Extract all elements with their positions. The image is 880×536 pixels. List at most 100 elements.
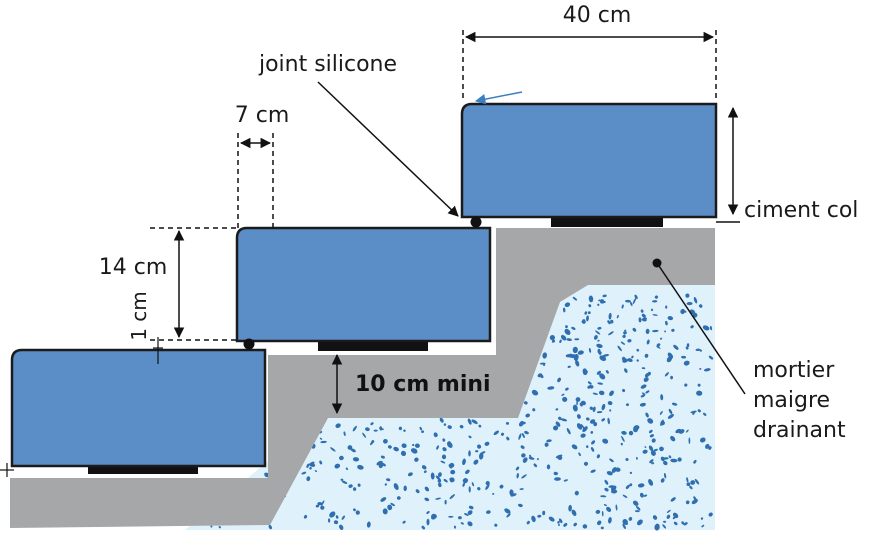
gravel-stone [665,305,668,309]
gravel-stone [390,502,395,507]
gravel-stone [697,409,701,413]
gravel-stone [340,478,344,481]
gravel-stone [468,486,471,493]
gravel-stone [636,519,643,526]
gravel-stone [608,312,612,320]
gravel-stone [672,512,679,519]
gravel-stone [592,406,596,413]
gravel-stone [668,455,672,459]
gravel-stone [380,455,385,459]
gravel-stone [373,429,378,432]
gravel-stone [596,343,603,349]
gravel-stone [654,523,660,531]
gravel-stone [628,516,633,521]
gravel-stone [333,520,339,525]
gravel-stone [319,437,323,440]
gravel-stone [327,518,331,523]
gravel-stone [353,508,356,512]
gravel-stone [378,463,383,469]
gravel-stone [626,403,629,407]
gravel-stone [624,329,627,332]
gravel-stone [529,454,532,459]
gravel-stone [611,489,618,494]
gravel-stone [581,319,586,324]
gravel-stone [562,307,566,313]
gravel-stone [492,492,495,495]
dimension-7cm [237,133,274,228]
gravel-stone [352,457,360,462]
gravel-stone [345,467,349,471]
gravel-stone [433,432,438,438]
gravel-stone [694,478,700,485]
gravel-stone [486,510,491,514]
gravel-stone [639,492,644,498]
gravel-stone [317,501,323,506]
gravel-stone [660,456,665,462]
gravel-stone [560,418,568,422]
gravel-stone [551,339,556,343]
gravel-stone [381,428,384,431]
gravel-stone [670,435,676,442]
gravel-stone [587,381,592,385]
gravel-stone [558,416,562,421]
dimension-1cm-label: 1 cm [127,291,151,341]
gravel-stone [309,466,312,470]
gravel-stone [560,334,567,341]
gravel-stone [654,295,659,299]
gravel-stone [580,433,586,438]
gravel-stone [625,458,629,461]
gravel-stone [352,425,357,432]
gravel-stone [699,437,706,443]
glue-pad-bottom [88,465,198,474]
glue-pad-top [551,217,663,227]
gravel-stone [597,520,602,526]
gravel-stone [688,437,691,444]
gravel-stone [621,356,626,361]
gravel-stone [605,370,609,374]
gravel-stone [554,477,561,481]
gravel-stone [656,343,661,347]
gravel-stone [667,316,674,321]
gravel-stone [440,460,446,464]
gravel-stone [330,447,336,452]
gravel-stone [531,515,536,523]
gravel-stone [575,360,580,367]
gravel-stone [443,423,447,426]
gravel-stone [638,317,642,323]
gravel-stone [568,504,572,512]
gravel-stone [398,426,403,431]
gravel-stone [664,372,669,377]
gravel-stone [592,392,598,395]
gravel-stone [380,497,387,502]
gravel-stone [571,509,577,516]
gravel-stone [350,448,356,453]
gravel-stone [652,515,658,520]
gravel-stone [571,444,578,450]
gravel-stone [601,403,606,411]
gravel-stone [402,520,406,524]
gravel-stone [572,404,578,412]
gravel-drainage-layer [185,285,715,531]
gravel-stone [634,294,638,300]
gravel-stone [423,470,427,474]
dimension-14cm [150,227,237,341]
gravel-stone [620,341,626,345]
gravel-stone [573,353,579,361]
gravel-stone [468,435,472,439]
gravel-stone [609,458,614,463]
gravel-stone [478,452,484,460]
gravel-stone [686,343,690,348]
mortar-leader [656,262,746,395]
gravel-stone [597,303,600,306]
gravel-stone [525,413,531,418]
gravel-stone [339,455,344,461]
gravel-stone [587,311,591,315]
gravel-stone [546,464,551,470]
gravel-stone [620,442,623,446]
gravel-stone [633,425,640,431]
gravel-stone [690,325,694,329]
gravel-stone [644,353,649,358]
dimension-1cm-ticks [0,337,163,477]
gravel-stone [477,487,481,491]
gravel-stone [335,515,339,519]
